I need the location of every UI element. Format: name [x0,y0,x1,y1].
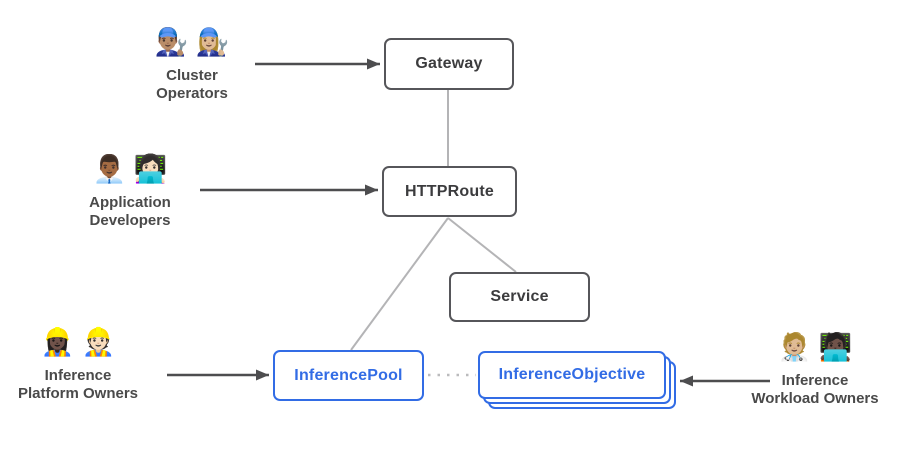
node-gateway: Gateway [384,38,514,90]
node-gateway-label: Gateway [415,55,483,72]
node-service: Service [449,272,590,322]
inference-workload-owners-label-line2: Workload Owners [751,390,879,407]
application-developers-label: Application Developers [89,194,171,230]
inference-platform-owners-label-line1: Inference [44,367,112,384]
node-inference-pool: InferencePool [273,350,424,401]
node-inference-pool-label: InferencePool [294,366,403,384]
persona-cluster-operators: 👨🏽‍🔧 👩🏼‍🔧 Cluster Operators [107,24,277,103]
node-service-label: Service [490,288,549,305]
application-developers-label-line2: Developers [89,212,171,229]
cluster-operators-icon: 👨🏽‍🔧 👩🏼‍🔧 [154,27,230,57]
node-inference-objective-stack: InferenceObjective [478,351,678,411]
cluster-operators-label-line2: Operators [156,85,228,102]
node-httproute: HTTPRoute [382,166,517,217]
application-developers-label-line1: Application [89,194,171,211]
inference-platform-owners-icon: 👷🏿‍♀️ 👷🏻 [40,327,116,357]
inference-workload-owners-label: Inference Workload Owners [751,372,878,408]
edge-httproute-service [447,217,517,273]
node-inference-objective-label: InferenceObjective [498,366,646,383]
inference-workload-owners-label-line1: Inference [781,372,849,389]
node-inference-objective: InferenceObjective [478,351,666,399]
cluster-operators-label: Cluster Operators [156,67,228,103]
application-developers-icon: 👨🏾‍💼 👩🏻‍💻 [92,154,168,184]
persona-application-developers: 👨🏾‍💼 👩🏻‍💻 Application Developers [45,151,215,230]
persona-inference-platform-owners: 👷🏿‍♀️ 👷🏻 Inference Platform Owners [0,324,163,403]
edge-httproute-inferencepool [350,217,449,351]
inference-platform-owners-label-line2: Platform Owners [17,385,139,402]
inference-platform-owners-label: Inference Platform Owners [18,367,138,403]
node-httproute-label: HTTPRoute [405,182,494,200]
inference-workload-owners-icon: 🧑🏼‍⚕️ 🧑🏿‍💻 [777,332,853,362]
persona-inference-workload-owners: 🧑🏼‍⚕️ 🧑🏿‍💻 Inference Workload Owners [730,329,900,408]
cluster-operators-label-line1: Cluster [166,67,218,84]
